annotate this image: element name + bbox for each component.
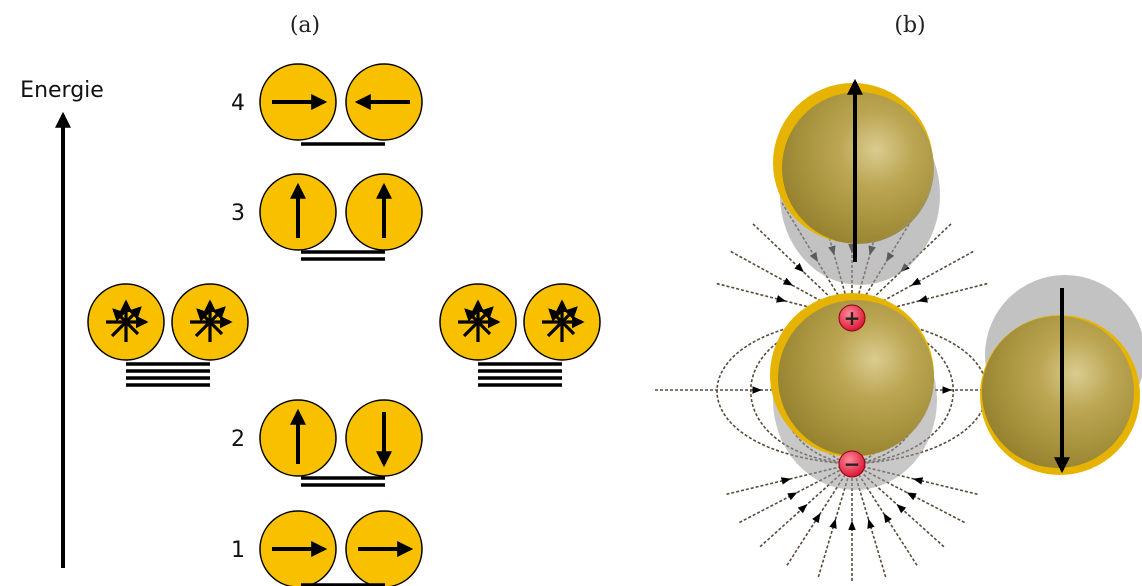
- field-line: [752, 223, 853, 319]
- field-line: [851, 223, 952, 319]
- random-orientation-pairs: [87, 283, 601, 387]
- field-line: [851, 463, 945, 548]
- negative-charge: −: [838, 450, 866, 478]
- energy-level-3: 3: [231, 173, 423, 261]
- panel-b-label: (b): [894, 13, 925, 38]
- top-dipole-sphere: [773, 78, 940, 285]
- energy-level-number: 3: [231, 201, 245, 226]
- energy-level-number: 1: [231, 538, 245, 563]
- energy-axis-label: Energie: [20, 78, 104, 103]
- energy-level-number: 2: [231, 427, 245, 452]
- right-dipole-sphere: [980, 275, 1142, 475]
- central-dipole-sphere: [770, 293, 937, 490]
- energy-level-1: 1: [231, 510, 423, 586]
- energy-level-number: 4: [231, 91, 245, 116]
- field-line: [716, 317, 853, 465]
- random-pair-right: [439, 283, 601, 387]
- panel-a-label: (a): [290, 13, 320, 38]
- random-pair-left: [87, 283, 249, 387]
- positive-charge-sign: +: [844, 306, 861, 330]
- energy-level-4: 4: [231, 63, 423, 146]
- positive-charge: +: [838, 304, 866, 332]
- energy-level-2: 2: [231, 399, 423, 487]
- negative-charge-sign: −: [844, 452, 861, 476]
- field-line: [759, 463, 853, 548]
- energy-levels: 1 2 3 4: [231, 63, 423, 586]
